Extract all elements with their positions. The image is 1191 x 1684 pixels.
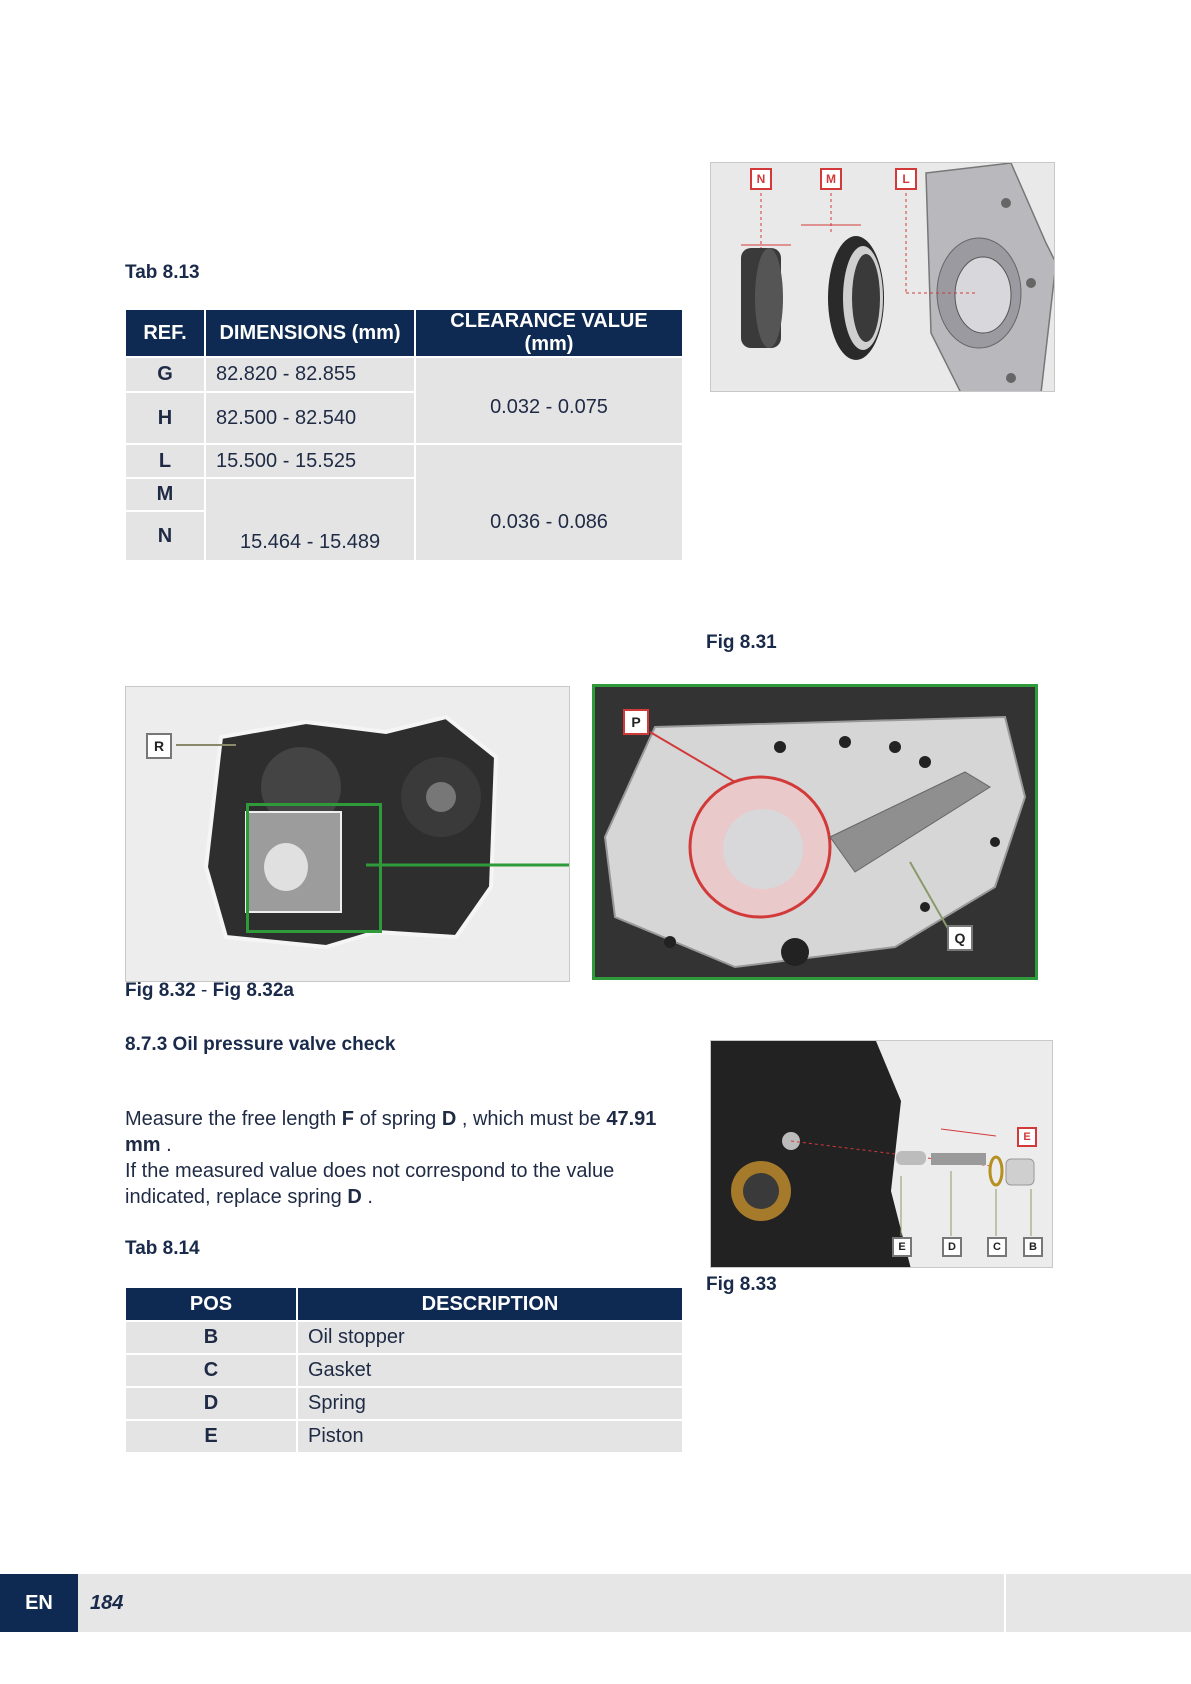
label-d: D bbox=[942, 1237, 962, 1257]
ref-cell: N bbox=[126, 512, 204, 560]
label-r: R bbox=[146, 733, 172, 759]
text-run: Measure the free length bbox=[125, 1108, 342, 1130]
ref-cell: M bbox=[126, 479, 204, 510]
pos-cell: E bbox=[126, 1421, 296, 1452]
tab-8-14-title: Tab 8.14 bbox=[125, 1238, 200, 1259]
text-run: , which must be bbox=[456, 1108, 607, 1130]
ref-cell: L bbox=[126, 445, 204, 477]
fig-8-33-image: E E D C B bbox=[710, 1040, 1053, 1268]
zoom-highlight-box bbox=[246, 803, 382, 933]
table-row: D Spring bbox=[126, 1388, 682, 1419]
fig-8-32-image: R bbox=[125, 686, 570, 982]
caption-separator: - bbox=[195, 980, 213, 1001]
description-cell: Spring bbox=[298, 1388, 682, 1419]
clearance-cell: 0.036 - 0.086 bbox=[416, 445, 682, 560]
ref-cell: H bbox=[126, 393, 204, 443]
ref-f: F bbox=[341, 1108, 355, 1130]
ref-cell: G bbox=[126, 358, 204, 391]
table-row: L 15.500 - 15.525 0.036 - 0.086 bbox=[126, 445, 682, 560]
header-pos: POS bbox=[126, 1288, 296, 1320]
pressure-valve-exploded-illustration bbox=[711, 1041, 1052, 1267]
fig-8-32a-image: P Q bbox=[592, 684, 1038, 980]
table-header-row: REF. DIMENSIONS (mm) CLEARANCE VALUE (mm… bbox=[126, 310, 682, 356]
tab-8-14-table: POS DESCRIPTION B Oil stopper C Gasket D… bbox=[124, 1286, 684, 1454]
text-run: . bbox=[160, 1134, 172, 1156]
label-b: B bbox=[1023, 1237, 1043, 1257]
ref-d: D bbox=[441, 1108, 457, 1130]
footer-divider bbox=[1004, 1574, 1006, 1632]
table-row: C Gasket bbox=[126, 1355, 682, 1386]
description-cell: Gasket bbox=[298, 1355, 682, 1386]
description-cell: Piston bbox=[298, 1421, 682, 1452]
text-run: If the measured value does not correspon… bbox=[125, 1160, 615, 1208]
table-row: N bbox=[126, 512, 682, 560]
label-e-dimension: E bbox=[1017, 1127, 1037, 1147]
page-number: 184 bbox=[90, 1591, 124, 1614]
pos-cell: C bbox=[126, 1355, 296, 1386]
fig-8-31-image: N M L bbox=[710, 162, 1055, 392]
dimension-cell: 15.500 - 15.525 bbox=[206, 445, 414, 477]
label-e: E bbox=[892, 1237, 912, 1257]
dimension-cell: 82.820 - 82.855 bbox=[206, 358, 414, 391]
dimension-cell: 15.464 - 15.489 bbox=[206, 479, 414, 560]
table-row: H 82.500 - 82.540 bbox=[126, 393, 682, 443]
tab-8-13-table: REF. DIMENSIONS (mm) CLEARANCE VALUE (mm… bbox=[124, 308, 684, 562]
table-row: M 15.464 - 15.489 bbox=[126, 479, 682, 560]
label-m: M bbox=[820, 168, 842, 190]
text-run: . bbox=[361, 1186, 373, 1208]
text-run: of spring bbox=[354, 1108, 442, 1130]
fig-8-33-caption: Fig 8.33 bbox=[706, 1274, 777, 1295]
section-title: 8.7.3 Oil pressure valve check bbox=[125, 1034, 396, 1055]
caption-fig-8-32a: Fig 8.32a bbox=[212, 980, 294, 1001]
header-description: DESCRIPTION bbox=[298, 1288, 682, 1320]
ref-d: D bbox=[347, 1186, 362, 1208]
gear-pump-illustration bbox=[711, 163, 1054, 391]
clearance-cell: 0.032 - 0.075 bbox=[416, 358, 682, 443]
table-row: E Piston bbox=[126, 1421, 682, 1452]
instruction-paragraph-1: Measure the free length F of spring D , … bbox=[125, 1106, 675, 1158]
header-ref: REF. bbox=[126, 310, 204, 356]
pos-cell: B bbox=[126, 1322, 296, 1353]
table-row: B Oil stopper bbox=[126, 1322, 682, 1353]
spring-length-value: 47.91 mm bbox=[125, 1108, 657, 1156]
dimension-cell: 82.500 - 82.540 bbox=[206, 393, 414, 443]
table-row: G 82.820 - 82.855 0.032 - 0.075 bbox=[126, 358, 682, 443]
table-header-row: POS DESCRIPTION bbox=[126, 1288, 682, 1320]
label-p: P bbox=[623, 709, 649, 735]
label-l: L bbox=[895, 168, 917, 190]
fig-8-32-caption: Fig 8.32 - Fig 8.32a bbox=[125, 980, 294, 1002]
fig-8-31-caption: Fig 8.31 bbox=[706, 632, 777, 653]
footer-language: EN bbox=[0, 1574, 78, 1632]
pos-cell: D bbox=[126, 1388, 296, 1419]
label-c: C bbox=[987, 1237, 1007, 1257]
header-clearance: CLEARANCE VALUE (mm) bbox=[416, 310, 682, 356]
header-dimensions: DIMENSIONS (mm) bbox=[206, 310, 414, 356]
footer-bar bbox=[0, 1574, 1191, 1632]
caption-fig-8-32: Fig 8.32 bbox=[125, 980, 196, 1001]
tab-8-13-title: Tab 8.13 bbox=[125, 262, 200, 283]
oil-pump-plate-closeup bbox=[595, 687, 1035, 977]
label-q: Q bbox=[947, 925, 973, 951]
label-n: N bbox=[750, 168, 772, 190]
description-cell: Oil stopper bbox=[298, 1322, 682, 1353]
instruction-paragraph-2: If the measured value does not correspon… bbox=[125, 1158, 655, 1210]
